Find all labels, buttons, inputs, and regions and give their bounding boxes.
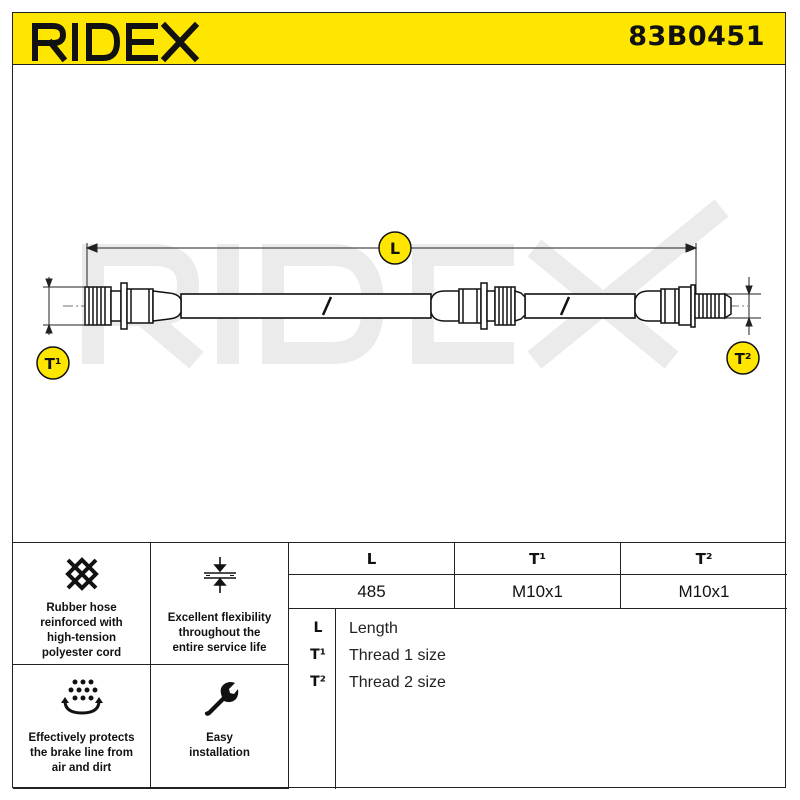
wrench-icon xyxy=(204,682,238,716)
part-number: 83B0451 xyxy=(628,21,765,52)
feature-text: Excellent flexibility throughout the ent… xyxy=(167,612,272,654)
feature-flexibility: Excellent flexibility throughout the ent… xyxy=(151,543,289,665)
spec-header-t1: T¹ xyxy=(455,543,621,575)
feature-rubber-hose: Rubber hose reinforced with high-tension… xyxy=(13,543,151,665)
dots-shield-icon xyxy=(60,679,103,715)
feature-text: Rubber hose reinforced with high-tension… xyxy=(40,602,123,659)
hose-body xyxy=(180,293,636,319)
legend-value: Length xyxy=(349,620,398,637)
svg-text:L: L xyxy=(390,239,400,258)
thread-2-badge: T² xyxy=(726,341,760,375)
legend-row: T¹ Thread 1 size xyxy=(289,647,787,673)
legend-value: Thread 2 size xyxy=(349,674,446,691)
spec-value-t2: M10x1 xyxy=(621,575,787,609)
legend-key: T¹ xyxy=(310,647,326,663)
svg-text:T²: T² xyxy=(735,350,752,368)
thread-1-badge: T¹ xyxy=(36,346,70,380)
spec-value-l: 485 xyxy=(289,575,455,609)
middle-fitting xyxy=(430,282,526,330)
thread-2-dimension xyxy=(725,277,761,335)
legend-key: T² xyxy=(310,674,326,690)
info-section: Rubber hose reinforced with high-tension… xyxy=(12,542,787,789)
length-badge: L xyxy=(378,231,412,265)
legend-value: Thread 1 size xyxy=(349,647,446,664)
spec-header-l: L xyxy=(289,543,455,575)
feature-text: Effectively protects the brake line from… xyxy=(28,732,135,774)
feature-protection: Effectively protects the brake line from… xyxy=(13,665,151,789)
legend-row: T² Thread 2 size xyxy=(289,674,787,700)
svg-text:T¹: T¹ xyxy=(45,355,62,373)
left-fitting xyxy=(84,282,182,330)
spec-header-t2: T² xyxy=(621,543,787,575)
feature-text: Easy installation xyxy=(189,732,250,759)
spec-value-t1: M10x1 xyxy=(455,575,621,609)
spec-table: L T¹ T² 485 M10x1 M10x1 L Length T¹ Thre… xyxy=(289,543,787,789)
right-fitting xyxy=(634,284,732,328)
ridex-logo xyxy=(32,21,200,63)
technical-drawing-panel: L xyxy=(12,65,786,543)
header-bar: 83B0451 xyxy=(12,12,786,65)
compress-arrows-icon xyxy=(203,557,236,593)
legend-divider xyxy=(335,609,336,789)
thread-1-dimension xyxy=(43,277,85,335)
feature-installation: Easy installation xyxy=(151,665,289,789)
legend-row: L Length xyxy=(289,620,787,646)
legend-key: L xyxy=(313,620,323,636)
brake-hose-drawing: L xyxy=(36,199,761,380)
mesh-icon xyxy=(64,557,99,591)
